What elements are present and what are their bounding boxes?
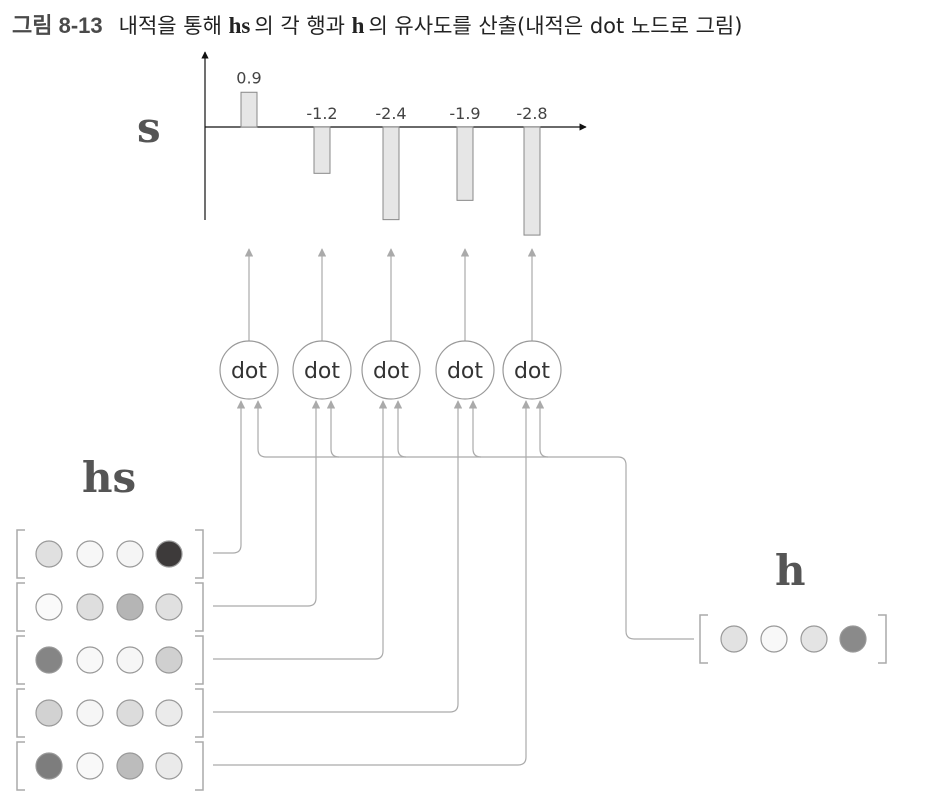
dot-node — [435, 340, 495, 400]
hs-row-wire — [213, 400, 388, 660]
hs-row — [16, 529, 204, 579]
right-bracket — [195, 529, 204, 579]
hs-row — [16, 635, 204, 685]
left-bracket — [16, 529, 25, 579]
matrix-cell — [76, 646, 104, 674]
label-s: s — [137, 103, 161, 152]
h-bus-wire — [253, 400, 694, 640]
right-bracket — [195, 741, 204, 791]
bars-layer: 0.9 -1.2 -2.4 -1.9 -2.8 — [236, 68, 548, 236]
score-value-label: -1.9 — [449, 104, 480, 123]
dot-node — [292, 340, 352, 400]
score-bar — [382, 126, 400, 221]
caption-bold-hs: hs — [229, 13, 251, 38]
score-chart: 0.9 -1.2 -2.4 -1.9 -2.8 — [201, 51, 587, 236]
right-bracket — [195, 688, 204, 738]
hs-row — [16, 688, 204, 738]
vector-cell — [720, 625, 748, 653]
score-bar — [240, 91, 258, 128]
score-value-label: -2.4 — [375, 104, 406, 123]
wires-layer — [213, 248, 694, 766]
matrix-cell — [116, 699, 144, 727]
matrix-cell — [155, 646, 183, 674]
matrix-cell — [35, 540, 63, 568]
dot-node-label: dot — [447, 359, 483, 384]
matrix-cell — [76, 540, 104, 568]
h-branch-wire — [535, 400, 549, 458]
label-hs: hs — [82, 453, 136, 502]
hs-row — [16, 582, 204, 632]
matrix-cell — [116, 540, 144, 568]
left-bracket — [16, 741, 25, 791]
hs-row — [16, 741, 204, 791]
hs-row-wire — [213, 400, 321, 607]
matrix-cell — [116, 646, 144, 674]
dot-node — [219, 340, 279, 400]
score-value-label: -2.8 — [516, 104, 547, 123]
h-branch-wire — [468, 400, 482, 458]
score-bar — [523, 126, 541, 236]
caption-part-2: 의 각 행과 — [254, 14, 351, 38]
matrix-cell — [35, 752, 63, 780]
matrix-cell — [155, 752, 183, 780]
matrix-cell — [35, 646, 63, 674]
hs-row-wire — [213, 400, 531, 766]
matrix-cell — [35, 699, 63, 727]
left-bracket — [699, 614, 708, 664]
dot-node — [361, 340, 421, 400]
hs-row-wire — [213, 400, 463, 713]
caption-part-1: 내적을 통해 — [119, 14, 229, 38]
matrix-cell — [155, 699, 183, 727]
vector-cell — [800, 625, 828, 653]
left-bracket — [16, 635, 25, 685]
matrix-cell — [76, 699, 104, 727]
hs-matrix — [16, 529, 204, 791]
score-bar — [313, 126, 331, 174]
dot-node-label: dot — [231, 359, 267, 384]
matrix-cell — [116, 752, 144, 780]
vector-cell — [839, 625, 867, 653]
dot-node-label: dot — [373, 359, 409, 384]
left-bracket — [16, 582, 25, 632]
dot-node-label: dot — [514, 359, 550, 384]
h-vector — [699, 614, 887, 664]
left-bracket — [16, 688, 25, 738]
caption-part-3: 의 유사도를 산출(내적은 dot 노드로 그림) — [368, 14, 742, 38]
matrix-cell — [116, 593, 144, 621]
label-h: h — [775, 546, 806, 595]
figure-caption: 그림 8-13 내적을 통해 hs 의 각 행과 h 의 유사도를 산출(내적은… — [12, 13, 742, 38]
matrix-cell — [76, 593, 104, 621]
h-branch-wire — [393, 400, 407, 458]
matrix-cell — [35, 593, 63, 621]
right-bracket — [195, 635, 204, 685]
h-branch-wire — [326, 400, 340, 458]
score-bar — [456, 126, 474, 201]
matrix-cell — [76, 752, 104, 780]
caption-bold-h: h — [352, 13, 365, 38]
dot-node — [502, 340, 562, 400]
dot-nodes-layer: dot dot dot dot dot — [219, 340, 562, 400]
figure-number: 그림 8-13 — [12, 13, 103, 38]
hs-row-wire — [213, 400, 246, 554]
score-value-label: 0.9 — [236, 68, 261, 87]
right-bracket — [195, 582, 204, 632]
vector-cell — [760, 625, 788, 653]
right-bracket — [878, 614, 887, 664]
matrix-cell — [155, 540, 183, 568]
dot-node-label: dot — [304, 359, 340, 384]
score-value-label: -1.2 — [306, 104, 337, 123]
matrix-cell — [155, 593, 183, 621]
